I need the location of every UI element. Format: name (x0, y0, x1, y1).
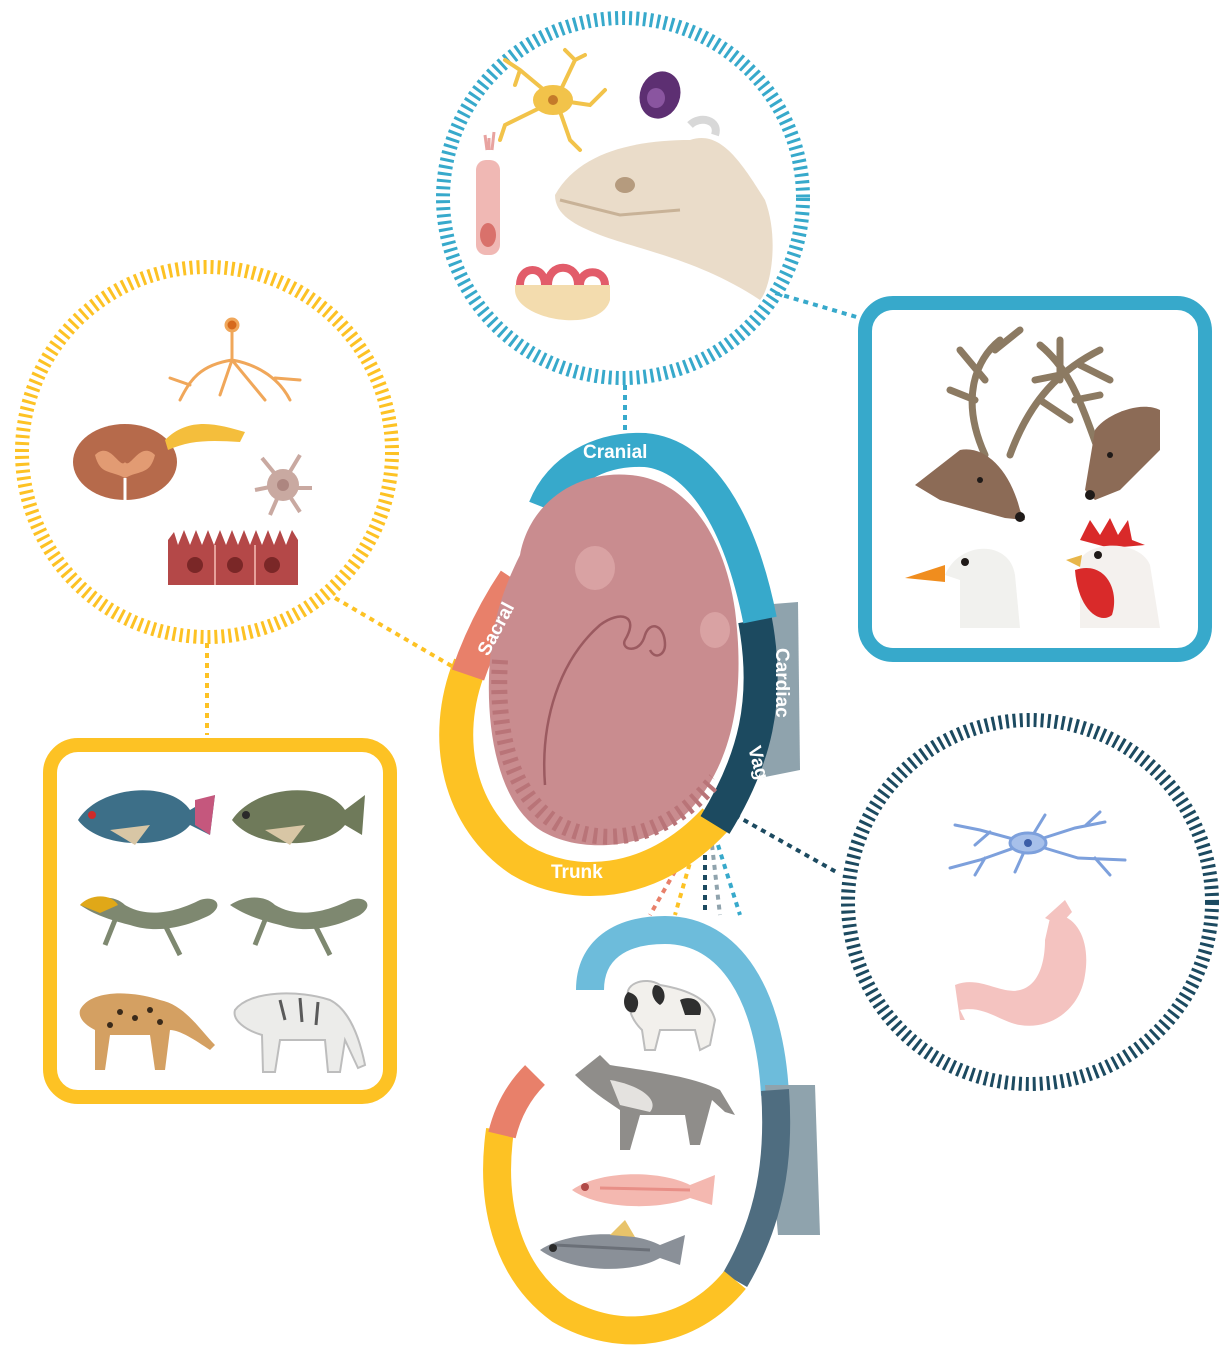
trunk-species-panel (50, 745, 390, 1097)
all-species-sacral-arc (502, 1075, 535, 1135)
all-species-panel (497, 930, 820, 1330)
trunk-label: Trunk (551, 862, 603, 883)
connector-all-cranial (718, 845, 740, 915)
cardiac-label: Cardiac (771, 648, 792, 718)
cranial-cells-panel (443, 18, 803, 378)
embryo-eye (575, 546, 615, 590)
connector-trunk-cells (335, 598, 455, 668)
zebrafish-icon (572, 1174, 715, 1206)
all-species-vagal-arc (735, 1090, 776, 1280)
embryo-center: Cranial Cardiac Vagal Sacral Trunk (456, 442, 800, 883)
fish-icon (540, 1220, 685, 1269)
vagal-cells-ring (848, 720, 1212, 1084)
dog-icon (624, 981, 715, 1050)
vagal-cells-panel (848, 720, 1212, 1084)
trunk-cells-panel (22, 267, 392, 637)
cranial-species-panel (865, 303, 1205, 655)
cranial-label: Cranial (583, 442, 647, 463)
connector-vagal-cells (735, 815, 838, 873)
embryo-heart (700, 612, 730, 648)
connector-all-cardiac (712, 845, 720, 915)
wolf-icon (575, 1055, 735, 1150)
